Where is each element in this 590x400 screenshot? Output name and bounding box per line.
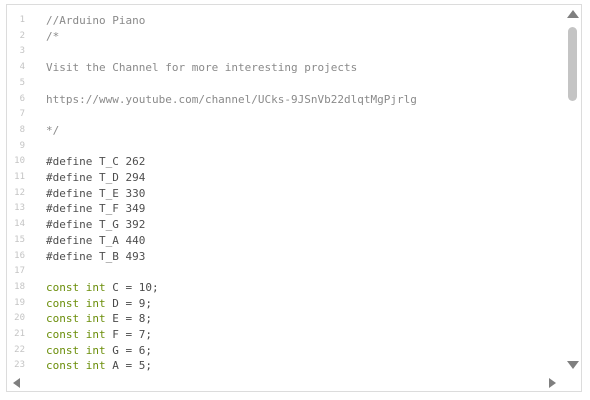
horizontal-scrollbar[interactable] [7, 375, 581, 391]
line-number: 10 [14, 156, 25, 167]
code-token: #define T_D 294 [46, 171, 146, 184]
code-token: #define T_A 440 [46, 233, 146, 247]
code-token: #define T_B 493 [46, 249, 146, 263]
code-line: #define T_E 330 [46, 186, 145, 202]
line-number: 11 [14, 172, 25, 182]
line-number: 1 [19, 15, 25, 25]
keyword-token: const int [46, 343, 106, 357]
code-token: D = 9; [105, 296, 152, 310]
line-number: 4 [19, 62, 25, 73]
code-token: A = 5; [105, 359, 152, 373]
code-line: https://www.youtube.com/channel/UCks-9JS… [46, 92, 417, 108]
arrow-up-icon[interactable] [567, 10, 579, 18]
line-number: 19 [14, 297, 25, 308]
vertical-scrollbar[interactable] [564, 5, 581, 375]
keyword-token: const int [46, 312, 106, 326]
code-line: */ [46, 123, 59, 139]
line-number: 17 [14, 266, 25, 277]
code-line: #define T_A 440 [46, 233, 145, 249]
keyword-token: const int [46, 296, 106, 310]
line-number: 20 [14, 313, 25, 324]
code-token: #define T_F 349 [46, 202, 146, 216]
comment-token: */ [46, 123, 60, 137]
line-number: 13 [14, 203, 25, 214]
vertical-scroll-thumb[interactable] [568, 27, 577, 101]
line-number: 23 [14, 360, 25, 371]
comment-token: /* [46, 29, 60, 43]
code-line: const int D = 9; [46, 296, 152, 312]
code-line: #define T_D 294 [46, 170, 145, 186]
line-number: 18 [14, 281, 25, 292]
code-line: const int G = 6; [46, 343, 152, 359]
code-token: G = 6; [105, 343, 152, 357]
keyword-token: const int [46, 280, 106, 294]
code-token: #define T_G 392 [46, 218, 146, 232]
code-token: F = 7; [105, 328, 152, 341]
code-token: #define T_E 330 [46, 186, 146, 200]
code-area[interactable]: //Arduino Piano /* Visit the Channel for m… [46, 5, 561, 375]
code-line: const int E = 8; [46, 311, 152, 327]
arrow-down-icon[interactable] [567, 361, 579, 369]
line-number: 7 [19, 109, 25, 120]
line-number: 3 [19, 46, 25, 57]
code-line: const int A = 5; [46, 358, 152, 374]
line-number: 6 [19, 93, 25, 104]
code-line: const int F = 7; [46, 327, 152, 343]
line-number: 2 [19, 30, 25, 41]
line-number: 22 [14, 344, 25, 355]
comment-token: //Arduino Piano [46, 14, 146, 27]
comment-token: Visit the Channel for more interesting p… [46, 61, 358, 75]
arrow-left-icon[interactable] [13, 378, 20, 388]
line-number: 12 [14, 187, 25, 198]
line-number: 5 [19, 77, 25, 88]
code-line: const int C = 10; [46, 280, 159, 296]
arrow-right-icon[interactable] [549, 378, 556, 388]
line-number: 8 [19, 124, 25, 135]
code-token: #define T_C 262 [46, 155, 146, 169]
line-number: 16 [14, 250, 25, 261]
code-line: #define T_G 392 [46, 217, 145, 233]
code-line: /* [46, 29, 59, 45]
code-token: C = 10; [105, 280, 159, 294]
code-token: E = 8; [105, 312, 152, 326]
line-number: 9 [19, 140, 25, 151]
line-number: 14 [14, 219, 25, 230]
keyword-token: const int [46, 328, 106, 341]
code-line: #define T_F 349 [46, 201, 145, 217]
code-line: Visit the Channel for more interesting p… [46, 60, 357, 76]
comment-token: https://www.youtube.com/channel/UCks-9JS… [46, 92, 417, 106]
code-line: //Arduino Piano [46, 13, 145, 29]
code-line: #define T_C 262 [46, 154, 145, 170]
code-line: #define T_B 493 [46, 249, 145, 265]
keyword-token: const int [46, 359, 106, 373]
line-number: 21 [14, 329, 25, 339]
line-number: 15 [14, 234, 25, 245]
